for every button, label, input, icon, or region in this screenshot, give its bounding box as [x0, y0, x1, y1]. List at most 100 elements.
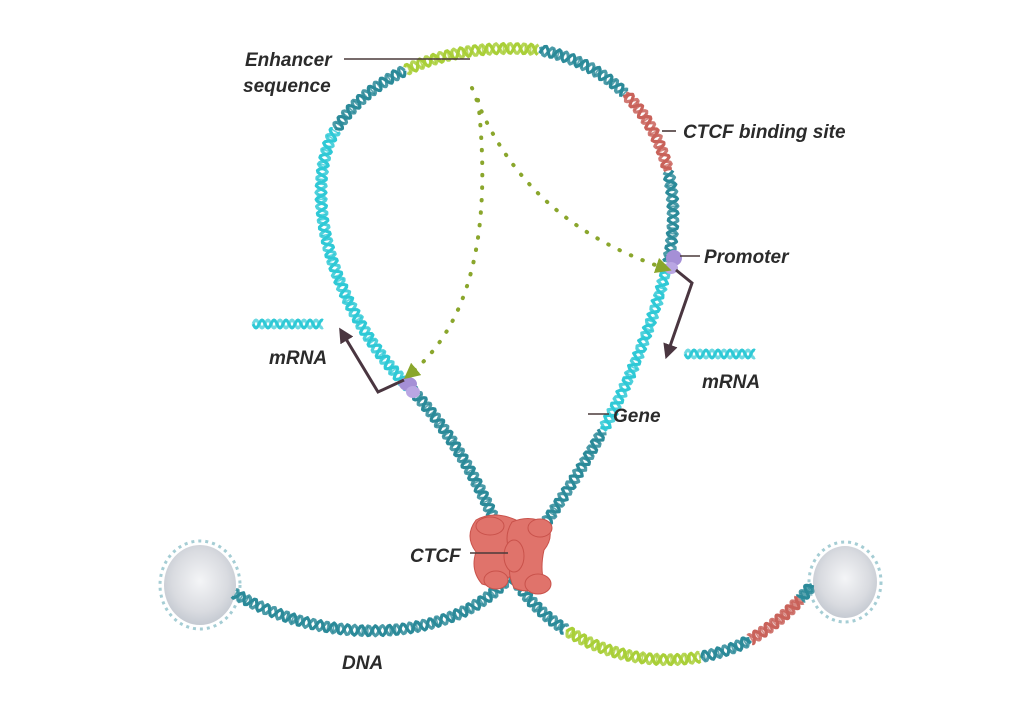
mrna-right-strand: [683, 348, 756, 360]
dna-base-pair: [805, 590, 809, 593]
dna-base-pair: [748, 634, 755, 644]
dna-base-pair: [636, 653, 639, 661]
dna-base-pair: [655, 654, 658, 665]
dna-base-pair: [326, 622, 330, 632]
dna-base-pair: [471, 48, 474, 53]
dna-base-pair: [726, 647, 730, 653]
dna-base-pair: [319, 168, 326, 171]
dna-base-pair: [397, 375, 402, 380]
dna-base-pair: [742, 637, 749, 648]
dna-base-pair: [338, 118, 345, 125]
dna-base-pair: [420, 622, 424, 629]
transcription-arrow-right: [663, 268, 694, 360]
dna-base-pair: [373, 344, 377, 348]
dna-base-pair: [375, 348, 381, 353]
dna-base-pair: [316, 178, 327, 181]
dna-base-pair: [379, 79, 385, 87]
dna-base-pair: [554, 621, 557, 625]
dna-base-pair: [414, 393, 423, 401]
ctcf-protein: [469, 514, 553, 595]
dna-base-pair: [612, 408, 616, 412]
dna-base-pair: [447, 437, 457, 445]
dna-base-pair: [494, 589, 498, 592]
dna-base-pair: [481, 498, 491, 505]
dna-base-pair: [782, 610, 790, 617]
dna-base-pair: [762, 627, 767, 634]
mrna-strand: [251, 318, 324, 330]
dna-base-pair: [364, 334, 374, 341]
dna-base-pair: [612, 647, 617, 657]
dna-base-pair: [481, 44, 484, 55]
dna-base-pair: [331, 622, 335, 634]
dna-base-pair: [337, 624, 341, 634]
dna-base-pair: [430, 413, 438, 420]
dna-base-pair: [394, 625, 397, 635]
dna-base-pair: [558, 496, 565, 501]
ctcf-label: CTCF: [410, 546, 462, 567]
dna-base-pair: [471, 479, 481, 486]
dna-base-pair: [394, 371, 400, 377]
dna-base-pair: [618, 87, 624, 93]
dna-base-pair: [661, 278, 666, 281]
dna-helix-segment: [408, 385, 564, 635]
gene-label: Gene: [613, 406, 661, 427]
dna-base-pair: [421, 401, 426, 406]
dna-base-pair: [418, 58, 424, 69]
dna-base-pair: [618, 394, 622, 398]
dna-base-pair: [346, 302, 355, 308]
dna-base-pair: [620, 387, 627, 391]
dna-base-pair: [801, 590, 809, 597]
dna-base-pair: [688, 654, 692, 663]
dna-base-pair: [787, 605, 795, 613]
dna-base-pair: [585, 451, 594, 457]
dna-base-pair: [764, 623, 772, 633]
dna-base-pair: [284, 612, 290, 622]
dna-base-pair: [576, 469, 583, 474]
dna-base-pair: [546, 49, 549, 54]
dna-base-pair: [563, 491, 567, 495]
dna-base-pair: [471, 476, 478, 481]
dna-base-pair: [524, 44, 527, 54]
mrna-right-label: mRNA: [702, 372, 760, 393]
dna-base-pair: [661, 163, 672, 168]
dna-base-pair: [330, 128, 340, 135]
dna-base-pair: [389, 366, 398, 375]
dna-base-pair: [340, 115, 347, 122]
dna-base-pair: [451, 50, 455, 59]
dna-base-pair: [774, 619, 779, 625]
dna-base-pair: [476, 487, 485, 493]
dna-base-pair: [262, 606, 266, 611]
dna-base-pair: [386, 363, 394, 370]
dna-base-pair: [617, 651, 620, 655]
dna-base-pair: [342, 293, 350, 298]
dna-base-pair: [476, 47, 479, 53]
dna-base-pair: [764, 627, 769, 632]
dna-base-pair: [771, 618, 779, 628]
dna-base-pair: [328, 140, 331, 143]
dna-base-pair: [279, 611, 284, 619]
dna-base-pair: [654, 303, 658, 307]
dna-base-pair: [598, 71, 604, 78]
dna-base-pair: [327, 258, 337, 263]
dna-base-pair: [759, 627, 767, 637]
dna-base-pair: [667, 232, 678, 235]
dna-base-pair: [606, 76, 613, 85]
dna-base-pair: [448, 612, 454, 622]
dna-base-pair: [790, 601, 799, 610]
dna-base-pair: [555, 621, 563, 630]
dna-base-pair: [652, 134, 660, 140]
dna-base-pair: [657, 148, 667, 154]
dna-base-pair: [415, 63, 419, 67]
dna-base-pair: [596, 433, 604, 439]
dna-base-pair: [324, 144, 332, 148]
ctcf-binding-site-label: CTCF binding site: [683, 122, 846, 143]
dna-base-pair: [791, 600, 800, 608]
dna-base-pair: [603, 420, 610, 426]
dna-base-pair: [434, 616, 440, 627]
dna-base-pair: [318, 218, 328, 221]
dna-base-pair: [352, 105, 355, 108]
dna-base-pair: [649, 126, 654, 130]
dna-base-pair: [485, 506, 494, 512]
dna-base-pair: [571, 56, 576, 64]
dna-base-pair: [430, 618, 434, 628]
